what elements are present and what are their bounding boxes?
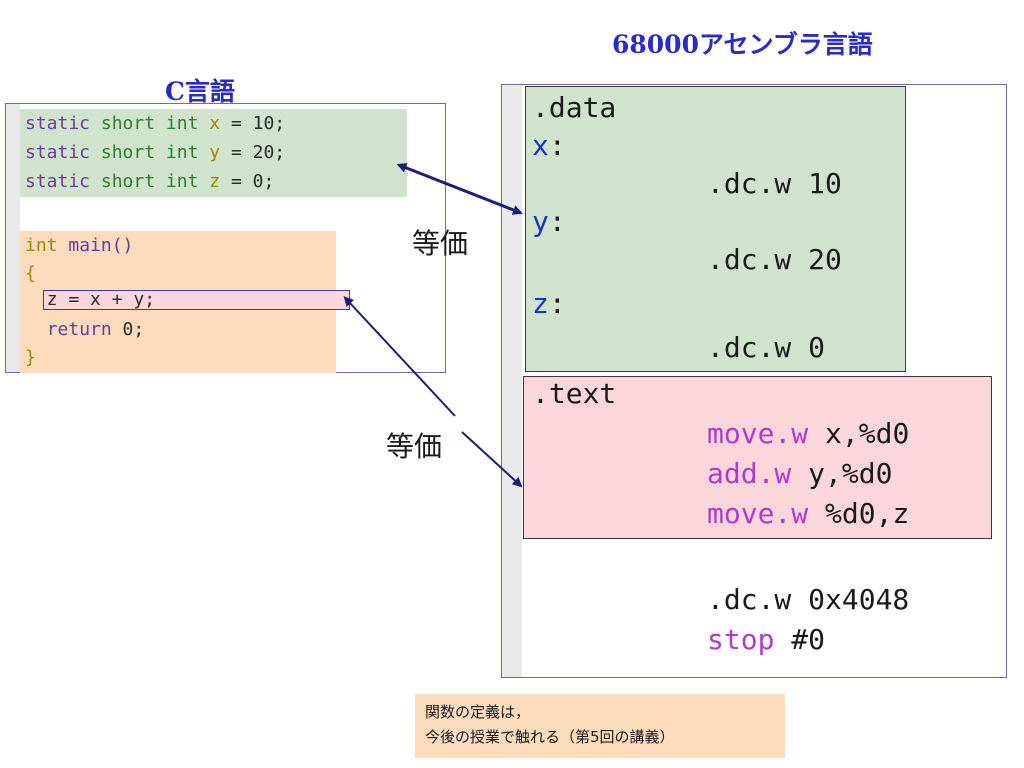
asm-x-label: x: [532, 129, 566, 162]
c-language-title: C言語 [165, 77, 235, 106]
note-line-1: 関数の定義は， [425, 703, 531, 721]
asm-code-gutter [502, 85, 522, 677]
note-line-2: 今後の授業で触れる（第5回の講義） [425, 728, 675, 746]
asm-stop: stop #0 [707, 623, 826, 656]
c-line-close-brace: } [25, 347, 36, 368]
c-line-y-decl: static short int y = 20; [25, 142, 286, 163]
asm-move-x: move.w x,%d0 [707, 417, 910, 450]
c-code-gutter [6, 104, 20, 372]
c-line-x-decl: static short int x = 10; [25, 113, 286, 134]
asm-dc-z: .dc.w 0 [707, 331, 826, 364]
c-line-z-decl: static short int z = 0; [25, 171, 275, 192]
asm-text-section-highlight [523, 376, 992, 539]
c-line-main-signature: int main() [25, 235, 134, 256]
c-line-open-brace: { [25, 263, 36, 284]
c-code-panel: static short int x = 10; static short in… [5, 103, 446, 373]
asm-code-panel: .data x: .dc.w 10 y: .dc.w 20 z: .dc.w 0… [501, 84, 1007, 678]
asm-language-title: 68000アセンブラ言語 [612, 30, 873, 59]
c-globals-highlight [20, 109, 407, 197]
equivalence-label-text: 等価 [386, 430, 443, 463]
asm-move-z: move.w %d0,z [707, 497, 910, 530]
asm-dc-y: .dc.w 20 [707, 243, 842, 276]
asm-text-directive: .text [532, 377, 617, 410]
c-line-assignment: z = x + y; [25, 289, 156, 310]
c-line-return: return 0; [46, 319, 145, 340]
function-definition-note: 関数の定義は， 今後の授業で触れる（第5回の講義） [415, 694, 785, 758]
asm-data-section-highlight [525, 86, 906, 372]
asm-y-label: y: [532, 205, 566, 238]
asm-add-y: add.w y,%d0 [707, 457, 893, 490]
asm-dc-x: .dc.w 10 [707, 167, 842, 200]
asm-dc-end: .dc.w 0x4048 [707, 583, 910, 616]
asm-z-label: z: [532, 287, 566, 320]
equivalence-label-data: 等価 [412, 227, 469, 260]
asm-data-directive: .data [532, 91, 617, 124]
